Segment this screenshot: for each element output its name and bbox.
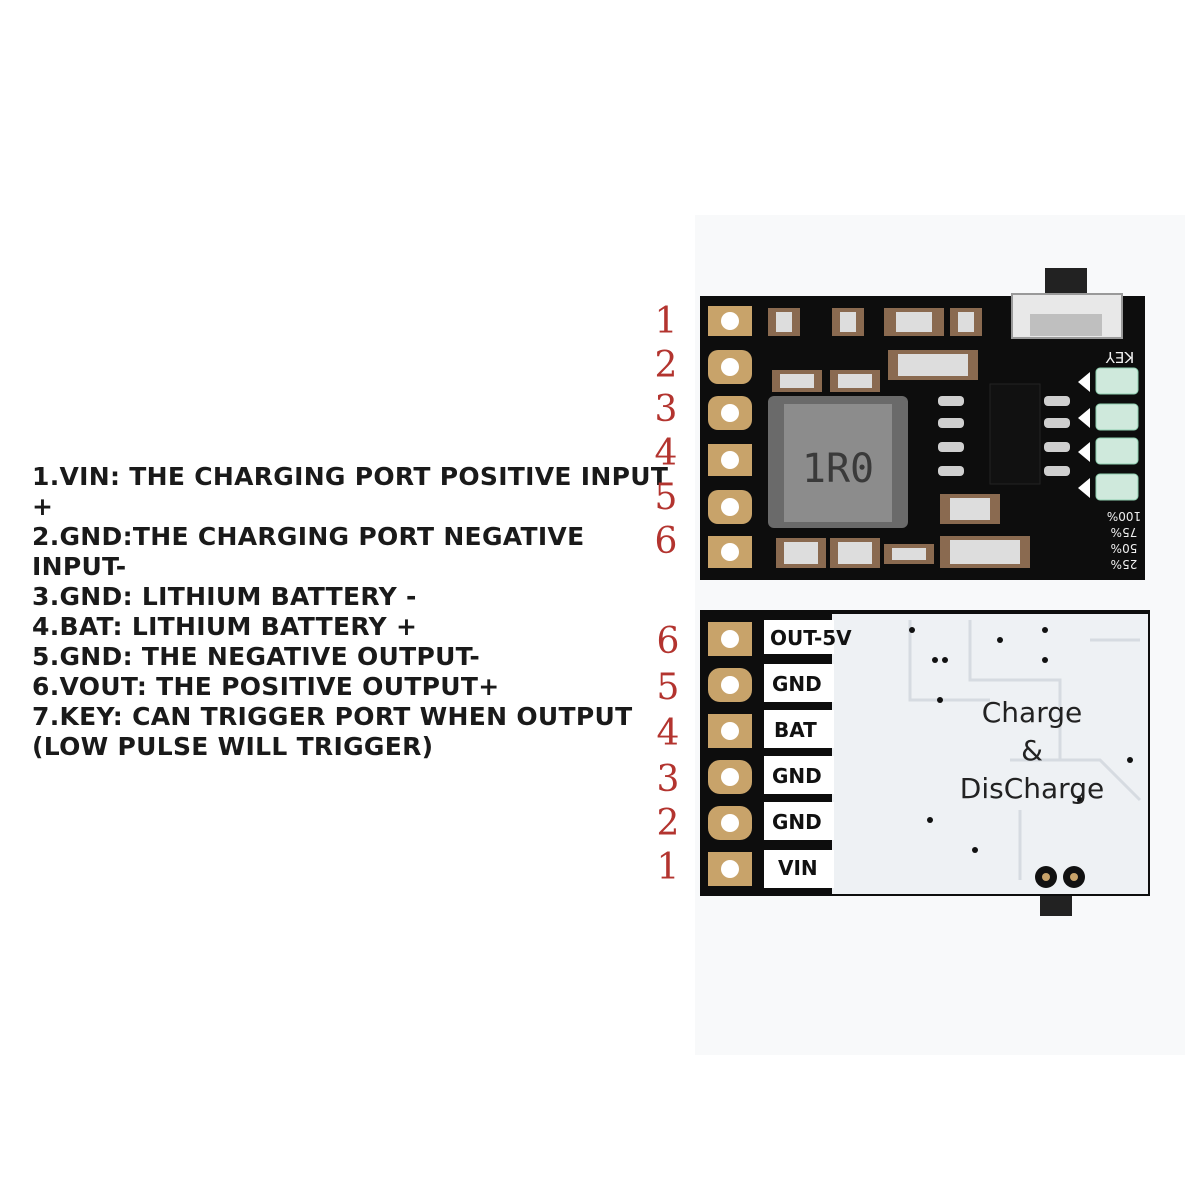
pin-label-bat: BAT bbox=[774, 718, 817, 742]
board-title-line1: Charge bbox=[982, 696, 1082, 729]
board-title-line2: & bbox=[1021, 734, 1043, 767]
pin-label-strips bbox=[764, 620, 834, 888]
pin-description-6: 6.VOUT: THE POSITIVE OUTPUT+ bbox=[32, 672, 500, 701]
inductor: 1R0 bbox=[768, 396, 908, 528]
top-board: 1R0 KEY 100% 75% bbox=[700, 268, 1145, 580]
key-label: KEY bbox=[1105, 348, 1134, 366]
top-pin-number-3: 3 bbox=[654, 389, 678, 430]
level-100: 100% bbox=[1107, 509, 1141, 523]
bottom-switch bbox=[1040, 896, 1072, 916]
pin-label-out-5v: OUT-5V bbox=[770, 626, 852, 650]
bottom-pin-number-1: 1 bbox=[656, 847, 680, 888]
bottom-pin-number-5: 5 bbox=[656, 667, 680, 708]
smd-components bbox=[768, 308, 1030, 568]
pin-description-4: 4.BAT: LITHIUM BATTERY + bbox=[32, 612, 418, 641]
bottom-pin-number-2: 2 bbox=[656, 803, 680, 844]
bottom-board-silkscreen bbox=[832, 614, 1148, 894]
pin-label-gnd-2: GND bbox=[772, 810, 822, 834]
inductor-marking: 1R0 bbox=[802, 446, 874, 492]
pin-label-gnd-5: GND bbox=[772, 672, 822, 696]
switch-button bbox=[1045, 268, 1087, 296]
top-pin-number-4: 4 bbox=[654, 433, 678, 474]
level-75: 75% bbox=[1111, 525, 1138, 539]
pin-description-3: 3.GND: LITHIUM BATTERY - bbox=[32, 582, 417, 611]
pin-description-list: 1.VIN: THE CHARGING PORT POSITIVE INPUT … bbox=[32, 462, 672, 762]
top-board-pads bbox=[708, 306, 752, 568]
level-25: 25% bbox=[1111, 557, 1138, 571]
top-pin-number-6: 6 bbox=[654, 521, 678, 562]
level-50: 50% bbox=[1111, 541, 1138, 555]
switch-slot bbox=[1030, 314, 1102, 336]
pin-description-7: 7.KEY: CAN TRIGGER PORT WHEN OUTPUT (LOW… bbox=[32, 702, 633, 761]
bottom-pin-number-4: 4 bbox=[656, 713, 680, 754]
pin-label-vin: VIN bbox=[778, 856, 818, 880]
pin-description-1: 1.VIN: THE CHARGING PORT POSITIVE INPUT … bbox=[32, 462, 669, 521]
ic-chip bbox=[938, 383, 1070, 485]
bottom-pin-number-6: 6 bbox=[656, 621, 680, 662]
pcb-vias bbox=[909, 627, 1133, 853]
pcb-traces bbox=[908, 620, 1142, 880]
pin-description-5: 5.GND: THE NEGATIVE OUTPUT- bbox=[32, 642, 481, 671]
bottom-board-pads bbox=[708, 622, 752, 886]
top-pin-number-2: 2 bbox=[654, 345, 678, 386]
pin-label-gnd-3: GND bbox=[772, 764, 822, 788]
led-indicators bbox=[1078, 367, 1139, 501]
board-title-line3: DisCharge bbox=[960, 772, 1104, 805]
pin-description-2: 2.GND:THE CHARGING PORT NEGATIVE INPUT- bbox=[32, 522, 585, 581]
top-pin-number-1: 1 bbox=[654, 301, 678, 342]
bottom-pin-number-3: 3 bbox=[656, 759, 680, 800]
top-pin-number-5: 5 bbox=[654, 477, 678, 518]
bottom-board: OUT-5V GND BAT GND GND VIN Charge & DisC… bbox=[700, 610, 1150, 916]
